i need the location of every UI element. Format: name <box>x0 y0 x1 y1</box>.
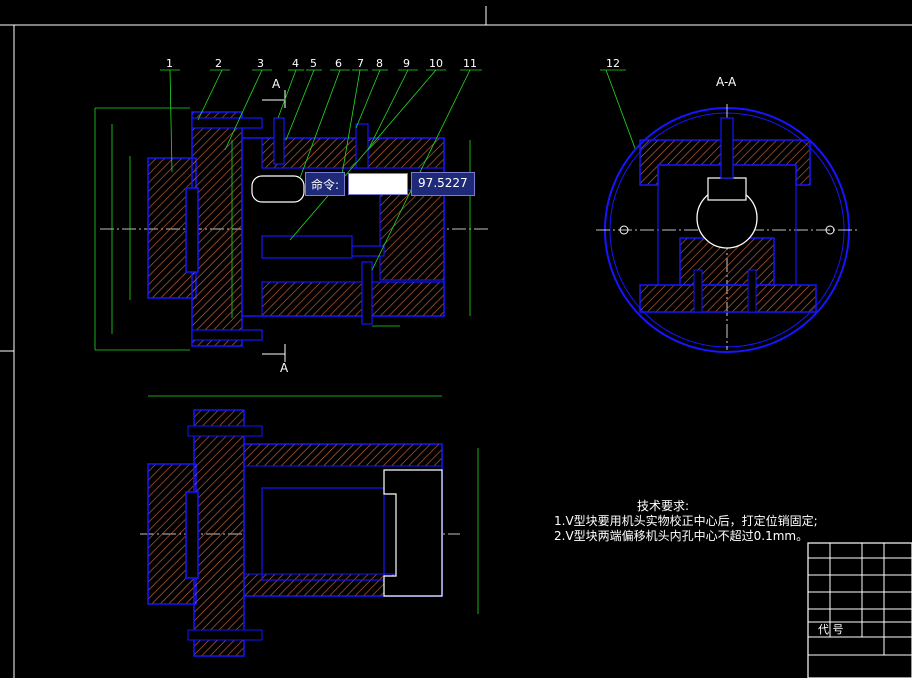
svg-text:1.V型块要用机头实物校正中心后，打定位销固定;: 1.V型块要用机头实物校正中心后，打定位销固定; <box>554 513 818 528</box>
svg-text:11: 11 <box>463 57 477 70</box>
command-prompt[interactable]: 命令: 97.5227 <box>305 172 475 196</box>
command-label: 命令: <box>305 172 346 196</box>
coordinate-readout: 97.5227 <box>411 172 475 196</box>
drawing-frame <box>0 6 912 678</box>
svg-text:9: 9 <box>403 57 410 70</box>
part-labels: 1 2 3 4 5 6 7 8 9 10 11 12 <box>166 57 620 70</box>
technical-requirements: 技术要求: 1.V型块要用机头实物校正中心后，打定位销固定; 2.V型块两端偏移… <box>554 499 818 543</box>
svg-text:12: 12 <box>606 57 620 70</box>
front-section-view: A A <box>94 77 490 375</box>
plan-view <box>140 395 479 657</box>
svg-text:5: 5 <box>310 57 317 70</box>
svg-text:代 号: 代 号 <box>818 623 844 636</box>
svg-text:6: 6 <box>335 57 342 70</box>
svg-text:2: 2 <box>215 57 222 70</box>
svg-text:10: 10 <box>429 57 443 70</box>
section-view-aa: A-A <box>596 75 860 353</box>
svg-text:4: 4 <box>292 57 299 70</box>
command-input[interactable] <box>348 173 409 195</box>
svg-text:A: A <box>280 361 289 375</box>
title-block: 代 号 <box>807 542 912 678</box>
svg-text:8: 8 <box>376 57 383 70</box>
svg-text:2.V型块两端偏移机头内孔中心不超过0.1mm。: 2.V型块两端偏移机头内孔中心不超过0.1mm。 <box>554 528 808 543</box>
section-marker-a: A A <box>262 77 289 375</box>
svg-text:1: 1 <box>166 57 173 70</box>
svg-text:技术要求:: 技术要求: <box>637 499 689 513</box>
svg-text:A-A: A-A <box>716 75 737 89</box>
svg-text:7: 7 <box>357 57 364 70</box>
svg-text:A: A <box>272 77 281 91</box>
svg-text:3: 3 <box>257 57 264 70</box>
